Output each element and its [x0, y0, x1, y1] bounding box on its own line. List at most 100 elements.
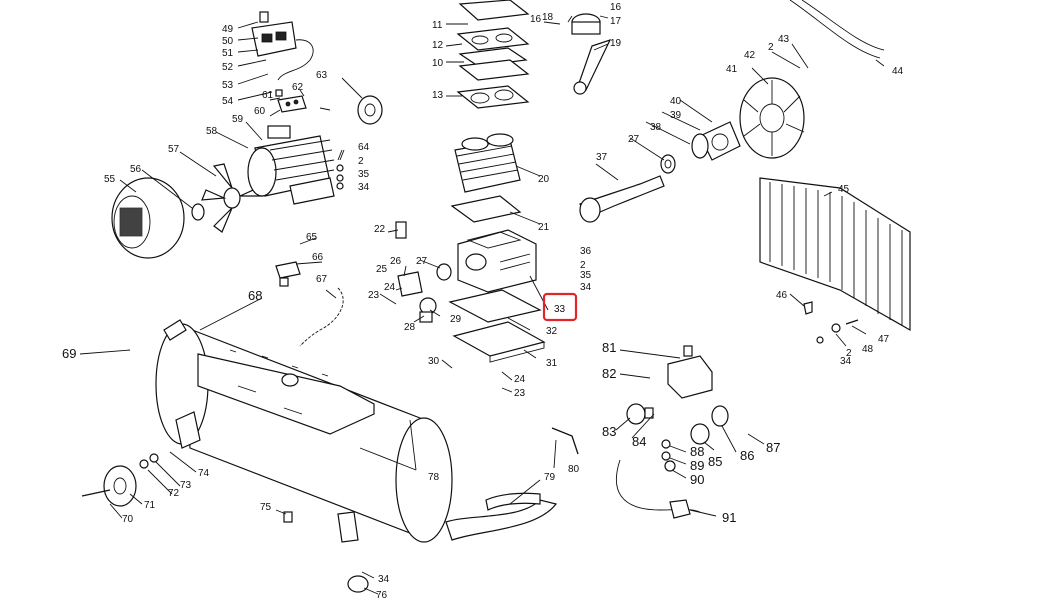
label-20: 20 — [538, 174, 550, 185]
label-22: 22 — [374, 224, 386, 235]
label-25: 25 — [376, 264, 388, 275]
crankcase — [457, 229, 537, 293]
label-13: 13 — [432, 90, 444, 101]
piston-rod — [571, 13, 612, 95]
bearing-cover-40 — [691, 121, 741, 161]
safety-valve-86 — [711, 405, 729, 427]
handle-79 — [445, 492, 558, 541]
label-91: 91 — [722, 510, 736, 525]
label-41: 41 — [726, 64, 738, 75]
label-79: 79 — [544, 472, 556, 483]
label-53: 53 — [222, 80, 234, 91]
label-23-b: 23 — [514, 388, 526, 399]
label-26: 26 — [390, 256, 402, 267]
label-48: 48 — [862, 344, 874, 355]
label-2-d: 2 — [580, 260, 586, 271]
oil-seal-27 — [436, 263, 452, 281]
belt — [789, 0, 885, 59]
label-59: 59 — [232, 114, 244, 125]
label-28: 28 — [404, 322, 416, 333]
label-76: 76 — [376, 590, 388, 600]
part-labels: 49 50 51 52 53 54 61 62 60 63 59 58 57 5… — [62, 2, 904, 600]
label-82: 82 — [602, 366, 616, 381]
label-24-b: 24 — [514, 374, 526, 385]
crankshaft — [579, 175, 665, 223]
foot-76 — [347, 575, 369, 593]
label-34-d: 34 — [378, 574, 390, 585]
shaft-washer — [191, 203, 205, 221]
label-2-a: 2 — [358, 156, 364, 167]
label-21: 21 — [538, 222, 550, 233]
wheel — [81, 465, 137, 507]
label-40: 40 — [670, 96, 682, 107]
label-60: 60 — [254, 106, 266, 117]
label-33: 33 — [554, 304, 566, 315]
fittings-88-90 — [661, 439, 676, 472]
label-16: 16 — [530, 14, 542, 25]
label-24: 24 — [384, 282, 396, 293]
label-89: 89 — [690, 458, 704, 473]
regulator-85 — [690, 423, 710, 445]
leader-lines — [79, 15, 885, 595]
label-85: 85 — [708, 454, 722, 469]
label-34-b: 34 — [840, 356, 852, 367]
label-29: 29 — [450, 314, 462, 325]
washers-72-73 — [139, 453, 159, 469]
label-73: 73 — [180, 480, 192, 491]
label-78: 78 — [428, 472, 440, 483]
label-49: 49 — [222, 24, 234, 35]
label-87: 87 — [766, 440, 780, 455]
label-18: 18 — [542, 12, 554, 23]
pipe-80 — [551, 427, 579, 455]
label-45: 45 — [838, 184, 850, 195]
terminal-box — [251, 11, 314, 81]
label-46: 46 — [776, 290, 788, 301]
label-63: 63 — [316, 70, 328, 81]
label-69: 69 — [62, 346, 76, 361]
label-34-c: 34 — [580, 282, 592, 293]
label-75: 75 — [260, 502, 272, 513]
label-50: 50 — [222, 36, 234, 47]
label-19: 19 — [610, 38, 622, 49]
bracket-46 — [803, 301, 813, 315]
label-27-b: 27 — [628, 134, 640, 145]
label-38: 38 — [650, 122, 662, 133]
flywheel — [739, 77, 805, 159]
label-27: 27 — [416, 256, 428, 267]
label-51: 51 — [222, 48, 234, 59]
bolt-48 — [816, 319, 859, 344]
label-56: 56 — [130, 164, 142, 175]
fan-cover — [111, 177, 185, 259]
label-88: 88 — [690, 444, 704, 459]
label-84: 84 — [632, 434, 646, 449]
label-30: 30 — [428, 356, 440, 367]
label-71: 71 — [144, 500, 156, 511]
label-72: 72 — [168, 488, 180, 499]
label-42: 42 — [744, 50, 756, 61]
cylinder — [454, 133, 521, 193]
label-17: 17 — [610, 16, 622, 27]
bearing-38 — [660, 154, 676, 174]
oil-plug-28 — [419, 297, 437, 323]
label-68: 68 — [248, 288, 262, 303]
drain-75 — [283, 511, 293, 523]
label-36: 36 — [580, 246, 592, 257]
label-37: 37 — [596, 152, 608, 163]
label-80: 80 — [568, 464, 580, 475]
belt-guard — [759, 177, 911, 332]
power-cord — [616, 459, 701, 519]
check-valve-66 — [275, 261, 301, 287]
label-62: 62 — [292, 82, 304, 93]
label-67: 67 — [316, 274, 328, 285]
label-10: 10 — [432, 58, 444, 69]
label-55: 55 — [104, 174, 116, 185]
label-39: 39 — [670, 110, 682, 121]
label-70: 70 — [122, 514, 134, 525]
label-90: 90 — [690, 472, 704, 487]
label-32: 32 — [546, 326, 558, 337]
label-81: 81 — [602, 340, 616, 355]
label-47: 47 — [878, 334, 890, 345]
label-74: 74 — [198, 468, 210, 479]
label-44: 44 — [892, 66, 904, 77]
